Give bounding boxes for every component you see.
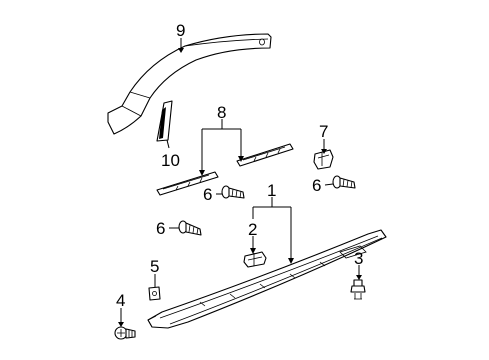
callout-9: 9 — [176, 21, 185, 40]
pillar-trim-piece — [156, 100, 173, 142]
callout-3: 3 — [354, 249, 363, 268]
push-pin-right — [332, 175, 356, 189]
push-pin-left — [178, 220, 202, 236]
callout-2: 2 — [248, 220, 257, 239]
screw — [114, 326, 136, 340]
callout-5: 5 — [150, 257, 159, 276]
callout-6-right: 6 — [312, 176, 321, 195]
screw-with-washer — [350, 279, 366, 300]
callout-1: 1 — [267, 181, 276, 200]
callout-7: 7 — [319, 122, 328, 141]
door-molding-lower — [156, 171, 219, 196]
callout-6-left: 6 — [156, 219, 165, 238]
door-molding-upper — [236, 143, 294, 167]
callout-6-middle: 6 — [203, 185, 212, 204]
callout-8: 8 — [217, 103, 226, 122]
push-pin-middle — [221, 185, 245, 199]
nut-clip — [148, 286, 161, 301]
callout-4: 4 — [116, 291, 125, 310]
rocker-molding — [147, 229, 387, 329]
fender-arch-molding — [107, 33, 272, 135]
rocker-clip — [243, 251, 267, 268]
callout-10: 10 — [161, 151, 180, 170]
molding-clip — [313, 149, 334, 170]
leader-lines — [118, 38, 362, 327]
